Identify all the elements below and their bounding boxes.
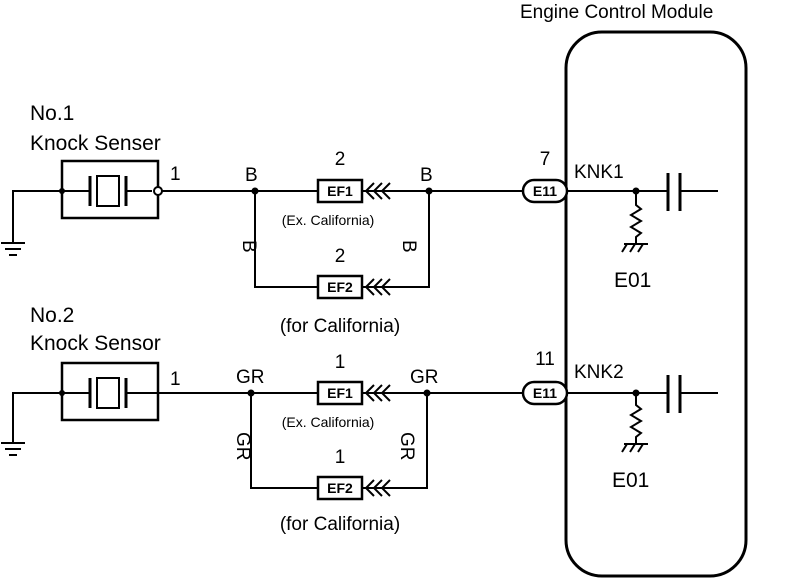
connector-e11-label: E11	[533, 183, 557, 199]
ecm-ground-label: E01	[612, 469, 649, 492]
sensor-2-number: No.2	[30, 304, 74, 327]
wire-color-label: GR	[232, 432, 253, 461]
ecm-internal-circuit	[567, 173, 718, 253]
connector-ef2-pin: 2	[335, 246, 346, 267]
sensor-1-pin: 1	[170, 164, 181, 185]
ecm-ground-label: E01	[614, 269, 651, 292]
knock-sensor-1-symbol	[59, 159, 163, 220]
ecm-title: Engine Control Module	[520, 2, 713, 23]
ecm-pin-number: 11	[535, 349, 555, 370]
ecm-internal-circuit	[567, 375, 718, 453]
wire-color-label: B	[398, 240, 419, 253]
connector-ef2-pin: 1	[335, 447, 346, 468]
ecm-signal-label: KNK1	[574, 162, 624, 183]
circuit-1: No.1 Knock Senser 1 B B	[1, 102, 718, 337]
ef1-condition-note: (Ex. California)	[282, 414, 375, 430]
wire-color-label: B	[245, 165, 258, 186]
wire-color-label: B	[420, 165, 433, 186]
ground-symbol	[1, 190, 62, 256]
knock-sensor-2-symbol	[59, 361, 160, 422]
connector-ef1-label: EF1	[327, 385, 353, 401]
connector-ef1: EF1	[316, 380, 391, 406]
wire-color-label: GR	[410, 367, 439, 388]
ecm-outline	[564, 30, 748, 578]
ground-symbol	[1, 392, 62, 456]
connector-e11-label: E11	[533, 385, 557, 401]
connector-ef1: EF1	[316, 178, 391, 204]
circuit-2: No.2 Knock Sensor 1 GR GR GR GR	[1, 304, 718, 535]
wire-color-label: GR	[396, 432, 417, 461]
wire-color-label: B	[238, 240, 259, 253]
ef2-condition-note: (for California)	[280, 514, 400, 535]
connector-ef2-label: EF2	[327, 279, 353, 295]
connector-ef2: EF2	[316, 475, 391, 501]
connector-ef2-label: EF2	[327, 480, 353, 496]
ecm-pin-number: 7	[540, 149, 551, 170]
connector-e11: E11	[521, 178, 569, 204]
connector-e11: E11	[521, 380, 569, 406]
sensor-2-pin: 1	[170, 369, 181, 390]
sensor-1-name: Knock Senser	[30, 132, 161, 155]
sensor-1-number: No.1	[30, 102, 74, 125]
connector-ef1-label: EF1	[327, 183, 353, 199]
wire-color-label: GR	[236, 367, 265, 388]
ef2-condition-note: (for California)	[280, 316, 400, 337]
connector-ef2: EF2	[316, 274, 391, 300]
sensor-2-name: Knock Sensor	[30, 332, 161, 355]
connector-ef1-pin: 2	[335, 149, 346, 170]
ecm-signal-label: KNK2	[574, 362, 624, 383]
ef1-condition-note: (Ex. California)	[282, 212, 375, 228]
connector-ef1-pin: 1	[335, 352, 346, 373]
